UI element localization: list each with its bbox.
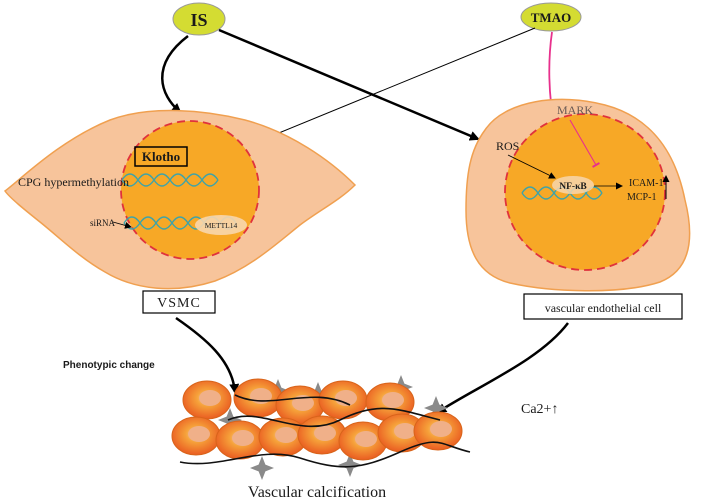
calcified-cell-nucleus: [188, 426, 210, 442]
phenotypic-change-label: Phenotypic change: [63, 360, 155, 371]
collagen-fiber: [234, 394, 351, 406]
calcium-crystal: [338, 453, 362, 477]
nfkb-marker: [552, 176, 594, 194]
calcified-cell-nucleus: [430, 421, 452, 437]
is-to-vsmc-arrow: [161, 35, 189, 114]
calcium-crystal: [424, 396, 448, 420]
vsmc-box: VSMC: [142, 290, 216, 314]
calcium-crystal: [250, 456, 274, 480]
ros-label: ROS: [496, 139, 519, 153]
mettl14-marker: [195, 215, 247, 235]
klotho-label: Klotho: [142, 149, 180, 164]
calcium-crystal: [218, 408, 242, 432]
sirna-arrow: [112, 221, 132, 229]
vsmc-to-calcification-arrow: [175, 316, 240, 394]
tmao-node: TMAO: [520, 2, 582, 32]
endothelial-box-label: vascular endothelial cell: [545, 301, 662, 315]
calcified-cell-nucleus: [232, 430, 254, 446]
cpg-label: CPG hypermethylation: [18, 175, 129, 189]
vsmc-nucleus: [120, 120, 260, 260]
vsmc-cell: Klotho METTL14 siRNA CPG hypermethylatio…: [3, 109, 357, 290]
nfkb-label: NF-κB: [559, 182, 587, 192]
mcp-label: MCP-1: [627, 192, 656, 203]
endothelial-box: vascular endothelial cell: [523, 293, 683, 320]
calcified-cell-nucleus: [394, 423, 416, 439]
mark-inhibit-line: [569, 119, 600, 168]
ros-to-nfkb-arrow: [507, 154, 556, 179]
vsmc-box-label: VSMC: [157, 296, 201, 311]
mark-label: MARK: [557, 103, 593, 117]
collagen-fiber: [227, 407, 441, 428]
calcified-cell-nucleus: [199, 390, 221, 406]
calcified-cell-nucleus: [335, 390, 357, 406]
calcified-cell-nucleus: [314, 425, 336, 441]
calcium-label: Ca2+↑: [521, 402, 558, 417]
is-to-endothelial-arrow: [218, 28, 480, 141]
vsmc-dna-helix-top: [121, 173, 219, 187]
endothelial-cell: NF-κB MARK ROS ICAM-1 MCP-1: [465, 98, 691, 292]
vascular-calcification-title: Vascular calcification: [248, 484, 386, 500]
tmao-label: TMAO: [531, 10, 571, 25]
tmao-to-vsmc-arrow: [251, 27, 536, 145]
klotho-box: [134, 146, 188, 167]
collagen-fiber: [179, 441, 471, 468]
calcified-cell-nucleus: [275, 427, 297, 443]
icam-label: ICAM-1: [629, 178, 663, 189]
calcification-cluster: [171, 375, 471, 480]
endothelial-to-calcification-arrow: [436, 322, 569, 414]
calcified-cell-nucleus: [355, 431, 377, 447]
is-label: IS: [190, 10, 207, 30]
is-node: IS: [172, 2, 226, 36]
calcified-cell-nucleus: [382, 392, 404, 408]
sirna-label: siRNA: [90, 218, 116, 228]
mettl14-label: METTL14: [205, 221, 238, 230]
